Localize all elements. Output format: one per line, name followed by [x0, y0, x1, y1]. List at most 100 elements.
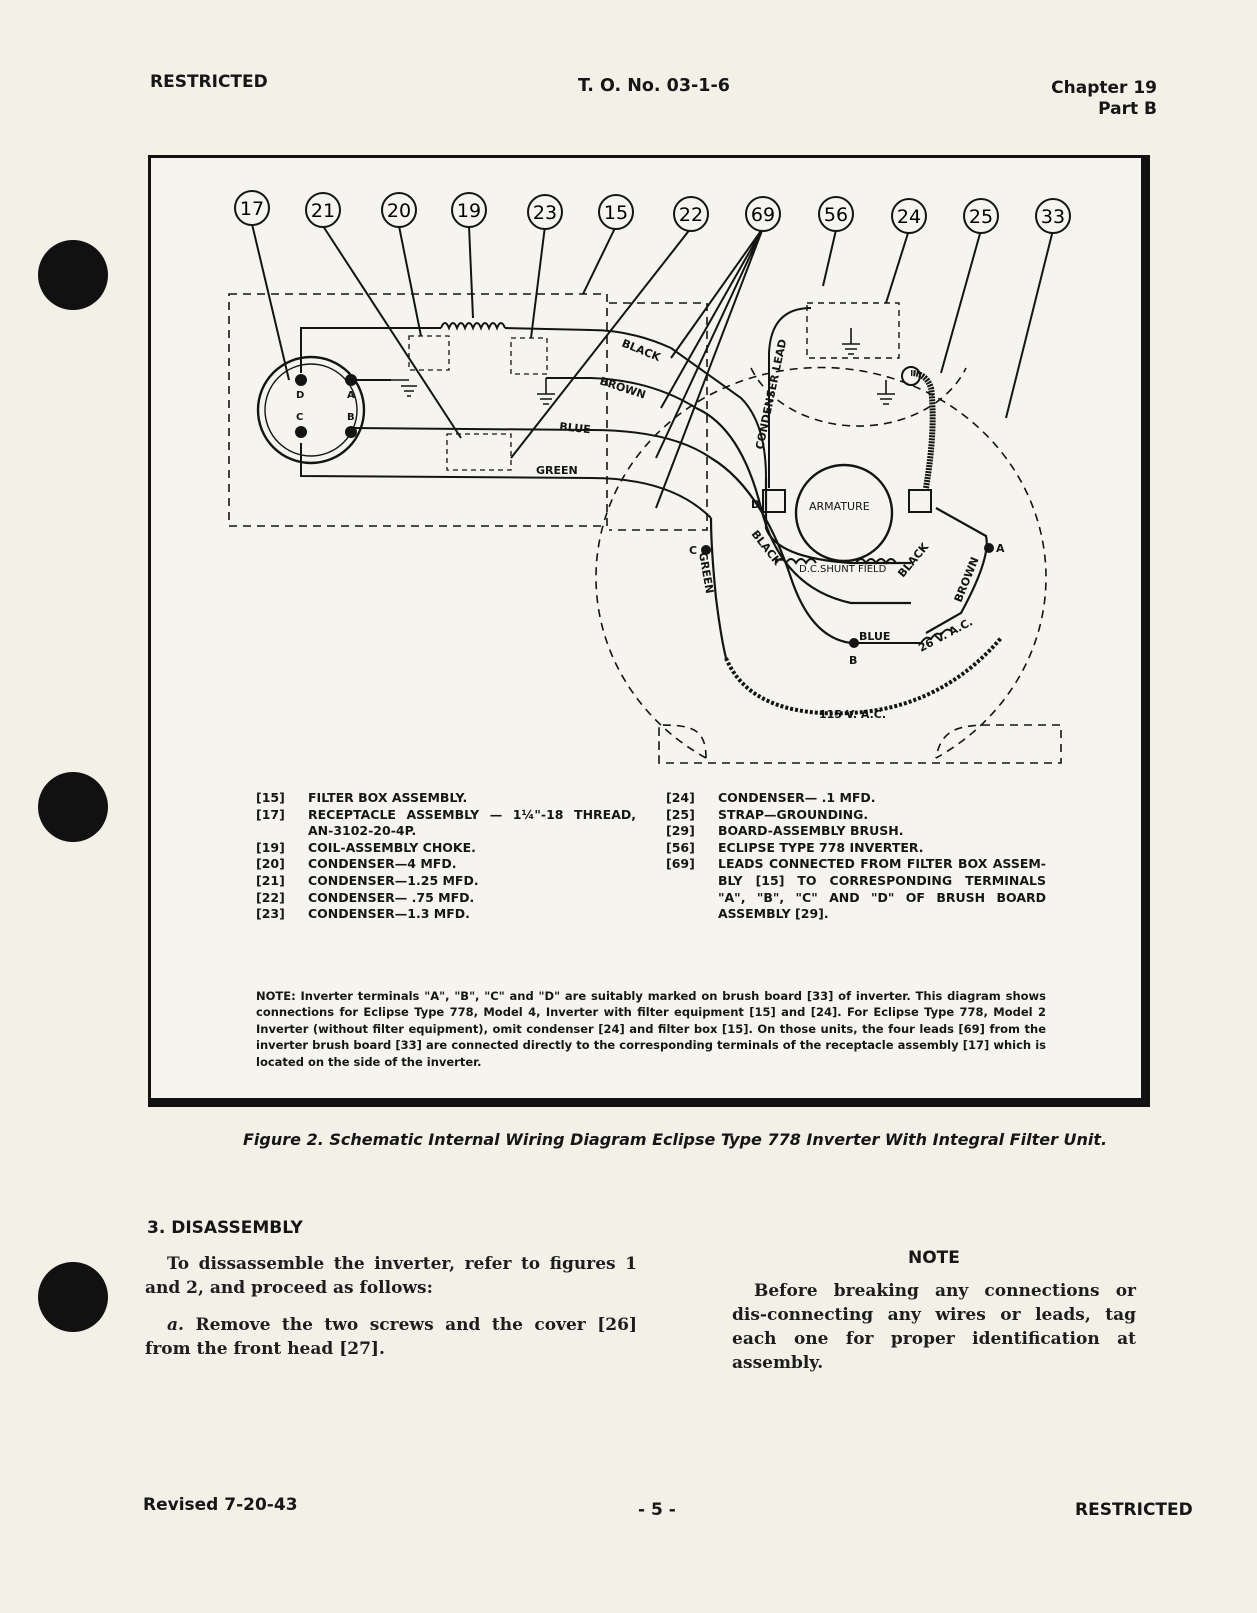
legend-key: [24]	[666, 790, 695, 805]
legend-key: [69]	[666, 856, 695, 872]
legend-entry: [17]RECEPTACLE ASSEMBLY — 1¼"-18 THREAD,	[256, 807, 636, 824]
callout-circle	[673, 196, 709, 232]
inner-compartment-outline	[750, 367, 967, 427]
label-armature: ARMATURE	[809, 500, 870, 513]
legend-text: BOARD-ASSEMBLY BRUSH.	[718, 823, 904, 839]
callout-21: 21	[305, 192, 341, 228]
condenser-23-box	[510, 337, 548, 375]
callout-number: 69	[751, 204, 775, 226]
condenser-21-22-box	[446, 433, 512, 471]
legend-entry: [25] STRAP—GROUNDING.	[666, 807, 1046, 824]
legend-continuation: AN-3102-20-4P.	[308, 823, 417, 839]
label-black-right: BLACK	[895, 540, 931, 580]
legend-entry: [23]CONDENSER—1.3 MFD.	[256, 906, 636, 923]
callout-circle	[963, 198, 999, 234]
legend-entry: [29] BOARD-ASSEMBLY BRUSH.	[666, 823, 1046, 840]
step-a: a. Remove the two screws and the cover […	[145, 1313, 637, 1361]
restricted-mark-bottom: RESTRICTED	[1075, 1500, 1193, 1520]
leader-24	[885, 229, 910, 304]
grounding-strap	[910, 370, 936, 489]
filter-extension-outline	[609, 302, 708, 531]
leader-19	[468, 225, 474, 319]
choke-coil	[440, 322, 506, 331]
legend-key: [29]	[666, 823, 695, 839]
shunt-field-coil-left	[775, 558, 817, 565]
revised-date: Revised 7-20-43	[143, 1495, 298, 1515]
callout-circle	[818, 196, 854, 232]
step-a-marker: a.	[167, 1315, 184, 1335]
brushboard-dot-c	[701, 545, 711, 555]
brush-b-letter: B	[849, 654, 857, 667]
legend-key: [56]	[666, 839, 695, 855]
wire-green	[300, 443, 712, 519]
callout-22: 22	[673, 196, 709, 232]
leader-20	[398, 225, 422, 337]
legend-text: RECEPTACLE ASSEMBLY — 1¼"-18 THREAD,	[308, 806, 636, 822]
legend-text: FILTER BOX ASSEMBLY.	[308, 790, 468, 805]
legend-text: COIL-ASSEMBLY CHOKE.	[308, 839, 476, 855]
callout-circle	[305, 192, 341, 228]
chapter-label: Chapter 19	[1051, 78, 1157, 98]
leader-23	[530, 225, 546, 339]
legend-entry: [56]ECLIPSE TYPE 778 INVERTER.	[666, 840, 1046, 857]
legend-text: CONDENSER— .75 MFD.	[308, 889, 475, 905]
leader-17	[251, 223, 290, 381]
terminal-dot-d	[295, 374, 307, 386]
callout-number: 33	[1041, 206, 1065, 228]
label-green-wire: GREEN	[536, 464, 578, 477]
brush-c-letter: C	[689, 544, 697, 557]
label-115v-ac: 115 V. A.C.	[819, 708, 886, 721]
leader-69	[655, 227, 764, 509]
legend-text: CONDENSER—1.3 MFD.	[308, 906, 470, 922]
legend-continuation: BLY [15] TO CORRESPONDING TERMINALS	[718, 872, 1046, 888]
legend-entry: [22]CONDENSER— .75 MFD.	[256, 890, 636, 907]
figure-caption: Figure 2. Schematic Internal Wiring Diag…	[243, 1130, 1108, 1149]
terminal-c-letter: C	[296, 412, 303, 423]
callout-number: 15	[604, 202, 628, 224]
legend-continuation: "A", "B", "C" AND "D" OF BRUSH BOARD	[718, 889, 1046, 905]
label-blue-wire: BLUE	[559, 420, 592, 436]
callout-number: 56	[824, 204, 848, 226]
legend-key: [25]	[666, 806, 695, 822]
label-blue-inner: BLUE	[859, 630, 890, 643]
callout-number: 20	[387, 200, 411, 222]
binder-hole-middle	[38, 772, 108, 842]
callout-circle	[381, 192, 417, 228]
wire-blue-inner	[710, 457, 856, 645]
restricted-mark-top: RESTRICTED	[150, 72, 268, 92]
legend-entry: [24]CONDENSER— .1 MFD.	[666, 790, 1046, 807]
callout-number: 22	[679, 204, 703, 226]
terminal-b-letter: B	[347, 412, 355, 423]
label-condenser-lead: CONDENSER LEAD	[753, 338, 789, 451]
legend-text: STRAP—GROUNDING.	[718, 806, 869, 822]
step-a-text: Remove the two screws and the cover [26]…	[145, 1315, 637, 1359]
brush-left	[762, 489, 786, 513]
part-label: Part B	[1098, 99, 1157, 119]
wire-brown	[546, 377, 697, 409]
winding-26v	[851, 628, 952, 644]
tech-order-number: T. O. No. 03-1-6	[578, 76, 730, 96]
brushboard-dot-b	[849, 638, 859, 648]
legend-entry: [15]FILTER BOX ASSEMBLY.	[256, 790, 636, 807]
condenser-24-box	[806, 302, 900, 359]
brushboard-dot-a	[984, 543, 994, 553]
leader-25	[940, 229, 982, 374]
callout-circle	[1035, 198, 1071, 234]
callout-circle	[598, 194, 634, 230]
note-text: Before breaking any connections or dis-c…	[732, 1281, 1136, 1373]
callout-15: 15	[598, 194, 634, 230]
page-number: - 5 -	[638, 1500, 676, 1520]
wire-d-top	[300, 327, 441, 373]
figure-note: NOTE: Inverter terminals "A", "B", "C" a…	[256, 989, 1046, 1069]
legend-entry: [20]CONDENSER—4 MFD.	[256, 856, 636, 873]
callout-56: 56	[818, 196, 854, 232]
wire-brown-inner	[695, 406, 911, 605]
leader-22	[510, 227, 692, 459]
winding-115v	[724, 636, 1003, 716]
legend-left-column: [15]FILTER BOX ASSEMBLY.[17]RECEPTACLE A…	[256, 790, 636, 923]
callout-20: 20	[381, 192, 417, 228]
receptacle-outer-ring	[256, 355, 366, 465]
callout-33: 33	[1035, 198, 1071, 234]
